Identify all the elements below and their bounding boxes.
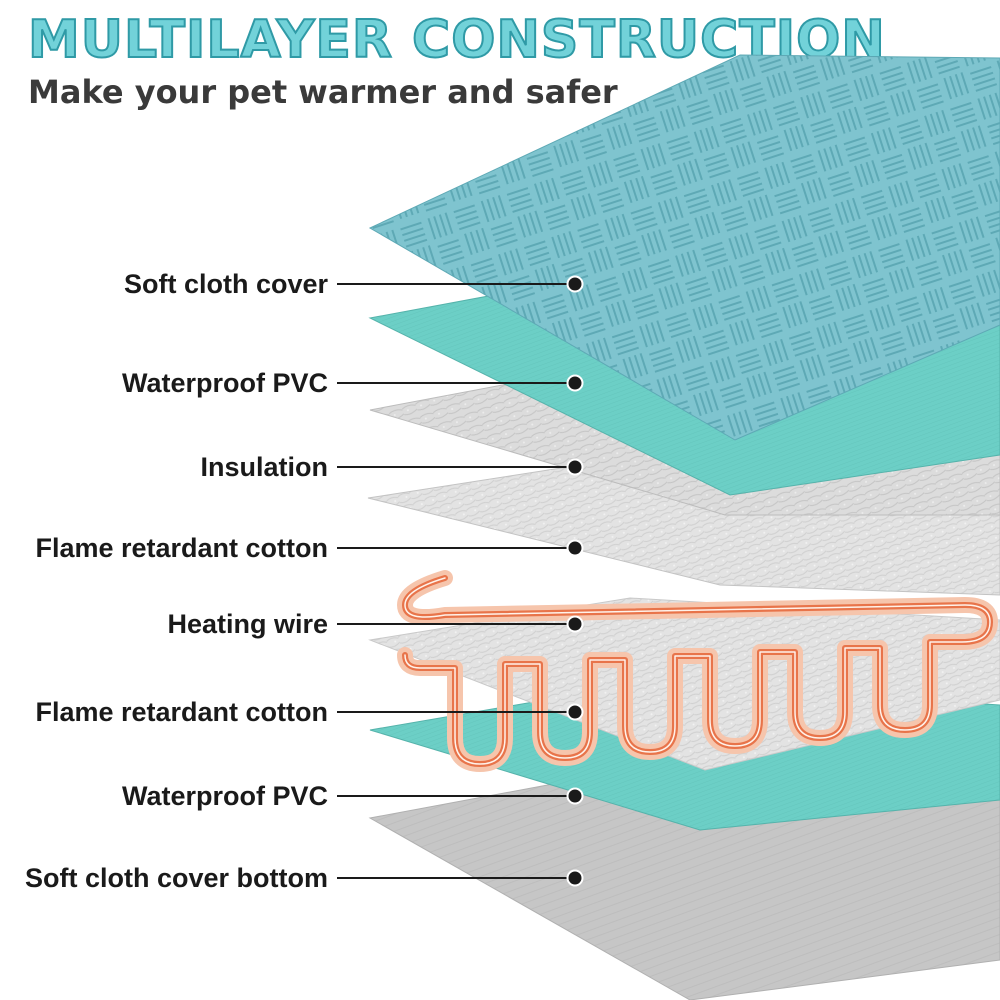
label-soft-cloth-cover: Soft cloth cover: [124, 268, 328, 300]
label-insulation: Insulation: [201, 451, 329, 483]
leader-dot-soft-cloth-cover-bottom: [568, 871, 583, 886]
leader-dot-heating-wire: [568, 617, 583, 632]
leader-dot-flame-retardant-cotton: [568, 705, 583, 720]
label-waterproof-pvc: Waterproof PVC: [122, 780, 328, 812]
label-soft-cloth-cover-bottom: Soft cloth cover bottom: [25, 862, 328, 894]
label-flame-retardant-cotton: Flame retardant cotton: [35, 532, 328, 564]
leader-dot-soft-cloth-cover: [568, 277, 583, 292]
leader-dot-insulation: [568, 460, 583, 475]
label-flame-retardant-cotton: Flame retardant cotton: [35, 696, 328, 728]
leader-dot-waterproof-pvc: [568, 376, 583, 391]
leader-dot-flame-retardant-cotton: [568, 541, 583, 556]
label-heating-wire: Heating wire: [167, 608, 328, 640]
leader-dot-waterproof-pvc: [568, 789, 583, 804]
label-waterproof-pvc: Waterproof PVC: [122, 367, 328, 399]
